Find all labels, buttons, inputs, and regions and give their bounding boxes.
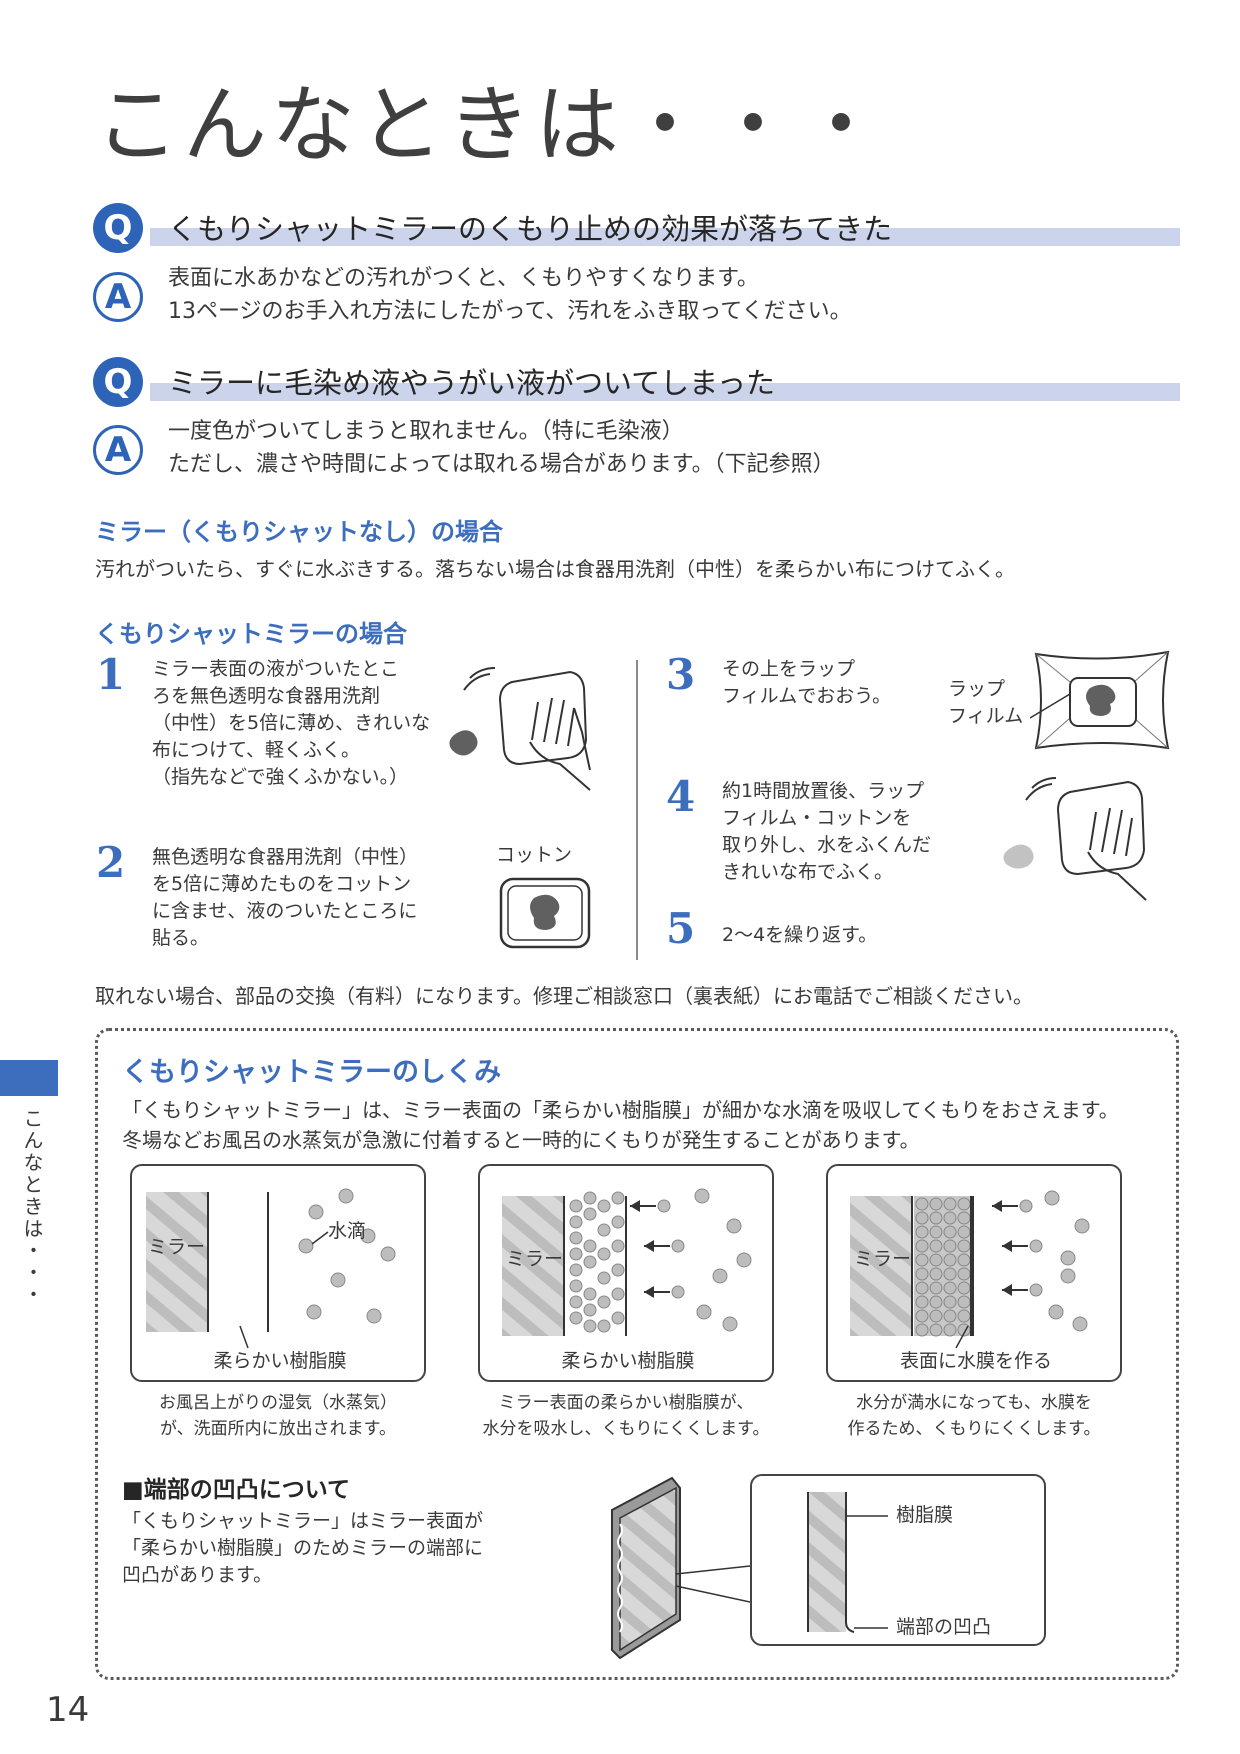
film-label: 樹脂膜 (896, 1504, 954, 1526)
question-2-text: ミラーに毛染め液やうがい液がついてしまった (168, 366, 775, 400)
caption-line: お風呂上がりの湿気（水蒸気） (159, 1393, 397, 1413)
step-line: フィルム・コットンを (722, 807, 912, 829)
shut-mirror-heading: くもりシャットミラーの場合 (95, 620, 407, 648)
step-line: 無色透明な食器用洗剤（中性） (152, 846, 419, 868)
edge-heading: ■端部の凹凸について (122, 1477, 351, 1503)
step-line: 布につけて、軽くふく。 (152, 739, 361, 761)
panel-3-caption: 水分が満水になっても、水膜を 作るため、くもりにくくします。 (826, 1390, 1122, 1442)
step-divider (636, 660, 638, 960)
panel-2-caption: ミラー表面の柔らかい樹脂膜が、 水分を吸水し、くもりにくくします。 (478, 1390, 774, 1442)
step-1-text: ミラー表面の液がついたとこ ろを無色透明な食器用洗剤 （中性）を5倍に薄め、きれ… (152, 656, 430, 791)
wrap-label-line: ラップ (948, 678, 1006, 700)
caption-line: ミラー表面の柔らかい樹脂膜が、 (498, 1393, 754, 1413)
edge-unevenness-label: 端部の凹凸 (896, 1616, 992, 1638)
panel-bottom-label: 表面に水膜を作る (899, 1350, 1052, 1372)
step-2-text: 無色透明な食器用洗剤（中性） を5倍に薄めたものをコットン に含ませ、液のついた… (152, 844, 418, 952)
step-line: ミラー表面の液がついたとこ (152, 658, 400, 680)
step-line: 取り外し、水をふくんだ (722, 834, 932, 856)
section-tab (0, 1060, 58, 1096)
step-number: 1 (96, 650, 126, 699)
step-line: 約1時間放置後、ラップ (722, 780, 925, 802)
mechanism-line1: 「くもりシャットミラー」は、ミラー表面の「柔らかい樹脂膜」が細かな水滴を吸収して… (122, 1098, 1119, 1122)
a-badge: A (93, 272, 143, 322)
wrap-film-label: ラップ フィルム (948, 676, 1023, 730)
edge-detail-diagram (807, 1492, 888, 1633)
step-line: を5倍に薄めたものをコットン (152, 873, 412, 895)
mechanism-line2: 冬場などお風呂の水蒸気が急激に付着すると一時的にくもりが発生することがあります。 (122, 1128, 920, 1152)
wiping-clean-illustration-icon (1003, 777, 1147, 901)
q-badge: Q (93, 357, 143, 407)
plain-mirror-heading: ミラー（くもりシャットなし）の場合 (95, 518, 503, 546)
cotton-label: コットン (496, 844, 573, 866)
wrap-label-line: フィルム (948, 705, 1024, 727)
caption-line: 水分を吸水し、くもりにくくします。 (482, 1419, 770, 1439)
a-badge: A (93, 425, 143, 475)
diagram-panel-humidity: ミラー 水滴 柔らかい樹脂膜 (130, 1164, 426, 1382)
question-band (150, 228, 1180, 246)
question-band (150, 383, 1180, 401)
panel-bottom-label: 柔らかい樹脂膜 (561, 1350, 695, 1372)
panel-1-caption: お風呂上がりの湿気（水蒸気） が、洗面所内に放出されます。 (130, 1390, 426, 1442)
section-side-label: こんなときは・・・ (20, 1108, 44, 1306)
step-line: その上をラップ (722, 658, 856, 680)
step-line: （指先などで強くふかない。） (152, 766, 409, 788)
diagram-panel-absorb: ミラー 柔らかい樹脂膜 (478, 1164, 774, 1382)
edge-detail-panel: 樹脂膜 端部の凹凸 (750, 1474, 1046, 1646)
step-4-text: 約1時間放置後、ラップ フィルム・コットンを 取り外し、水をふくんだ きれいな布… (722, 778, 931, 886)
mechanism-heading: くもりシャットミラーのしくみ (122, 1057, 502, 1088)
diagram-panel-water-film: ミラー 表面に水膜を作る (826, 1164, 1122, 1382)
cotton-illustration-icon (499, 877, 591, 949)
edge-line: 凹凸があります。 (122, 1564, 273, 1586)
step-number: 3 (666, 650, 696, 699)
wrap-film-illustration-icon (1030, 650, 1170, 750)
step-line: （中性）を5倍に薄め、きれいな (152, 712, 431, 734)
step-line: きれいな布でふく。 (722, 861, 894, 883)
caption-line: 作るため、くもりにくくします。 (847, 1419, 1101, 1439)
step-number: 5 (666, 904, 696, 953)
panel-bottom-label: 柔らかい樹脂膜 (213, 1350, 347, 1372)
answer-1-line1: 表面に水あかなどの汚れがつくと、くもりやすくなります。 (168, 266, 759, 291)
q-badge: Q (93, 203, 143, 253)
step-line: フィルムでおおう。 (722, 685, 892, 707)
mechanism-box (95, 1028, 1179, 1680)
caption-line: が、洗面所内に放出されます。 (160, 1419, 396, 1439)
page-number: 14 (46, 1690, 90, 1730)
mirror-label: ミラー (854, 1248, 912, 1270)
question-1-text: くもりシャットミラーのくもり止めの効果が落ちてきた (168, 212, 893, 246)
droplet-label: 水滴 (328, 1220, 367, 1242)
page-title: こんなときは・・・ (95, 76, 888, 174)
mirror-label: ミラー (148, 1236, 206, 1258)
mirror-label: ミラー (506, 1248, 564, 1270)
water-film-diagram (850, 1190, 1090, 1349)
step-number: 2 (96, 838, 126, 887)
edge-text: 「くもりシャットミラー」はミラー表面が 「柔らかい樹脂膜」のためミラーの端部に … (122, 1508, 483, 1589)
answer-2-line1: 一度色がついてしまうと取れません。（特に毛染液） (168, 419, 684, 444)
replacement-note: 取れない場合、部品の交換（有料）になります。修理ご相談窓口（裏表紙）にお電話でご… (95, 984, 1033, 1008)
humidity-diagram (146, 1188, 396, 1349)
step-line: に含ませ、液のついたところに (152, 900, 418, 922)
step-5-text: 2〜4を繰り返す。 (722, 924, 878, 946)
step-line: ろを無色透明な食器用洗剤 (152, 685, 381, 707)
plain-mirror-text: 汚れがついたら、すぐに水ぶきする。落ちない場合は食器用洗剤（中性）を柔らかい布に… (95, 557, 1015, 581)
mirror-panel-illustration-icon (611, 1476, 750, 1660)
absorb-diagram (502, 1188, 752, 1336)
caption-line: 水分が満水になっても、水膜を (856, 1393, 1092, 1413)
step-number: 4 (666, 772, 696, 821)
edge-line: 「くもりシャットミラー」はミラー表面が (122, 1510, 484, 1532)
step-line: 貼る。 (152, 927, 210, 949)
answer-2-line2: ただし、濃さや時間によっては取れる場合があります。（下記参照） (168, 452, 835, 477)
wiping-illustration-icon (449, 667, 591, 791)
answer-1-line2: 13ページのお手入れ方法にしたがって、汚れをふき取ってください。 (168, 299, 852, 324)
edge-line: 「柔らかい樹脂膜」のためミラーの端部に (122, 1537, 484, 1559)
step-3-text: その上をラップ フィルムでおおう。 (722, 656, 891, 710)
